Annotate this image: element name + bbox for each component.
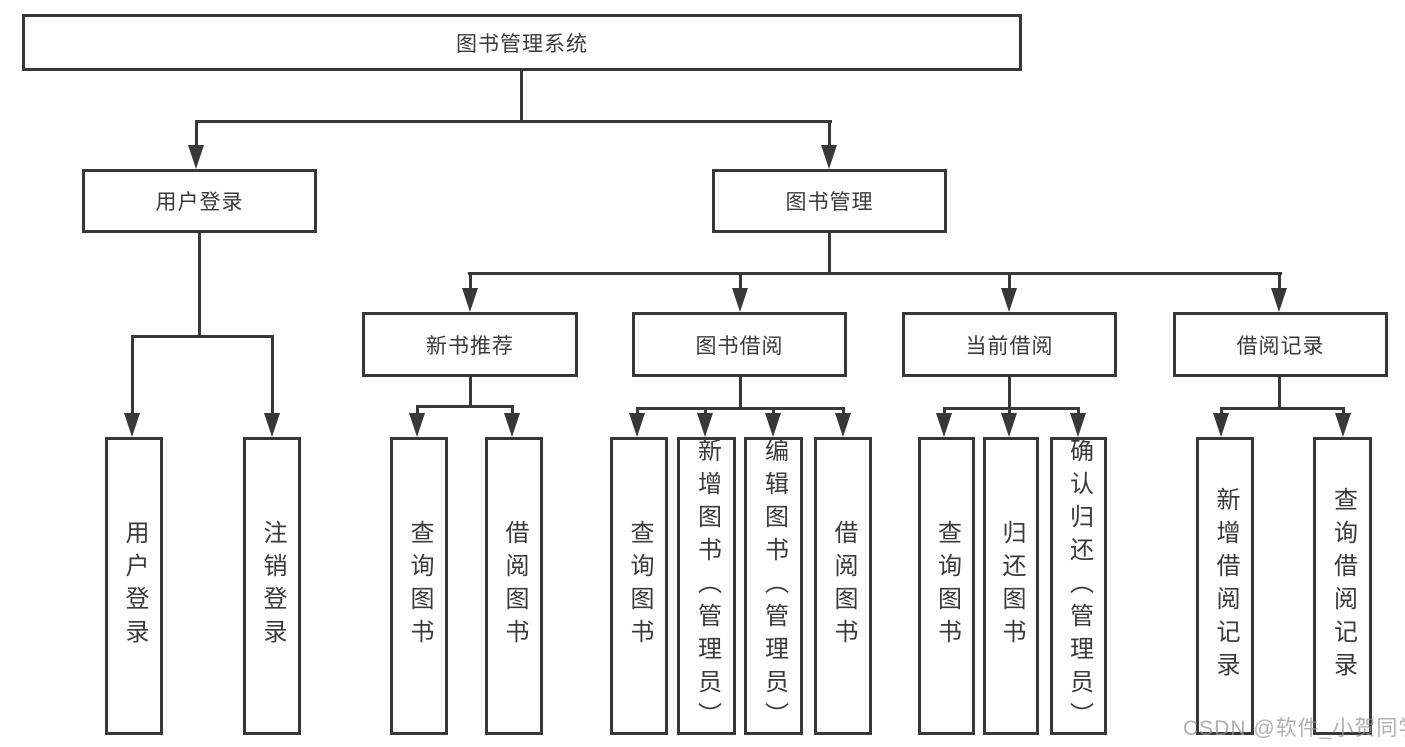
leaf-bb-add-books-admin: 新增图书（管理员） (677, 437, 736, 735)
connector-line (739, 377, 742, 407)
arrow-down-icon (629, 413, 645, 437)
node-label: 确认归还（管理员） (1065, 437, 1093, 735)
connector-line (195, 120, 832, 123)
connector-line (1077, 407, 1080, 415)
node-label: 新增图书（管理员） (693, 437, 721, 735)
connector-line (1220, 407, 1223, 415)
node-user-login: 用户登录 (82, 169, 317, 233)
node-label: 新书推荐 (426, 334, 514, 358)
node-label: 借阅图书 (501, 520, 528, 652)
arrow-down-icon (1001, 288, 1017, 312)
arrow-down-icon (462, 288, 478, 312)
arrow-down-icon (188, 145, 204, 169)
arrow-down-icon (124, 413, 140, 437)
connector-line (704, 407, 707, 415)
node-label: 编辑图书（管理员） (760, 437, 788, 735)
connector-line (520, 71, 523, 120)
node-current-borrowing: 当前借阅 (902, 312, 1117, 377)
leaf-bb-borrow-books: 借阅图书 (814, 437, 872, 735)
node-library-system: 图书管理系统 (22, 14, 1022, 71)
arrow-down-icon (765, 413, 781, 437)
leaf-cb-query-books: 查询图书 (918, 437, 975, 735)
connector-line (1278, 272, 1281, 291)
node-label: 当前借阅 (965, 334, 1054, 358)
node-label: 查询图书 (626, 520, 653, 652)
node-label: 新增借阅记录 (1212, 487, 1239, 685)
leaf-cb-return-books: 归还图书 (983, 437, 1039, 735)
csdn-watermark: CSDN @软件_小贺同学 (1183, 717, 1405, 740)
node-label: 注销登录 (259, 520, 286, 652)
node-label: 查询图书 (406, 520, 433, 652)
connector-line (828, 120, 831, 147)
node-label: 查询图书 (933, 520, 961, 652)
node-label: 图书管理 (785, 191, 874, 214)
connector-line (1278, 377, 1281, 407)
connector-line (511, 405, 514, 415)
node-label: 归还图书 (998, 520, 1025, 652)
leaf-nbr-query-books: 查询图书 (390, 437, 448, 735)
connector-line (1008, 272, 1011, 291)
arrow-down-icon (732, 288, 748, 312)
connector-line (943, 407, 946, 415)
connector-line (636, 407, 639, 415)
node-label: 借阅记录 (1236, 334, 1325, 358)
node-book-management: 图书管理 (712, 169, 947, 233)
arrow-down-icon (1271, 288, 1287, 312)
connector-line (636, 407, 845, 410)
arrow-down-icon (1001, 413, 1017, 437)
node-label: 用户登录 (155, 191, 244, 214)
connector-line (842, 407, 845, 415)
node-label: 借阅图书 (830, 520, 857, 652)
node-book-borrowing: 图书借阅 (632, 312, 847, 377)
connector-line (1008, 377, 1011, 407)
arrow-down-icon (936, 413, 952, 437)
node-borrowing-records: 借阅记录 (1173, 312, 1388, 377)
node-label: 用户登录 (121, 520, 148, 652)
leaf-br-query-borrow-record: 查询借阅记录 (1313, 437, 1372, 735)
leaf-bb-query-books: 查询图书 (610, 437, 668, 735)
leaf-cb-confirm-return-admin: 确认归还（管理员） (1050, 437, 1107, 735)
connector-line (416, 405, 514, 408)
node-label: 图书管理系统 (456, 32, 588, 56)
arrow-down-icon (1213, 413, 1229, 437)
arrow-down-icon (697, 413, 713, 437)
connector-line (772, 407, 775, 415)
arrow-down-icon (821, 145, 837, 169)
arrow-down-icon (1335, 413, 1351, 437)
connector-line (195, 120, 198, 147)
node-label: 查询借阅记录 (1329, 487, 1357, 685)
arrow-down-icon (264, 413, 280, 437)
leaf-bb-edit-books-admin: 编辑图书（管理员） (744, 437, 803, 735)
connector-line (468, 272, 1282, 275)
leaf-nbr-borrow-books: 借阅图书 (485, 437, 543, 735)
connector-line (469, 377, 472, 405)
connector-line (131, 335, 274, 338)
leaf-logout-login: 注销登录 (243, 437, 301, 735)
arrow-down-icon (504, 413, 520, 437)
connector-line (828, 233, 831, 272)
connector-line (1342, 407, 1345, 415)
connector-line (469, 272, 472, 291)
leaf-br-add-borrow-record: 新增借阅记录 (1196, 437, 1254, 735)
node-label: 图书借阅 (695, 334, 784, 358)
arrow-down-icon (835, 413, 851, 437)
connector-line (943, 407, 1080, 410)
connector-line (739, 272, 742, 291)
connector-line (1008, 407, 1011, 415)
connector-line (198, 233, 201, 335)
connector-line (271, 335, 274, 413)
connector-line (416, 405, 419, 415)
connector-line (1220, 407, 1345, 410)
connector-line (131, 335, 134, 413)
node-new-book-recommendation: 新书推荐 (362, 312, 578, 377)
arrow-down-icon (1070, 413, 1086, 437)
arrow-down-icon (409, 413, 425, 437)
leaf-user-login: 用户登录 (105, 437, 163, 735)
